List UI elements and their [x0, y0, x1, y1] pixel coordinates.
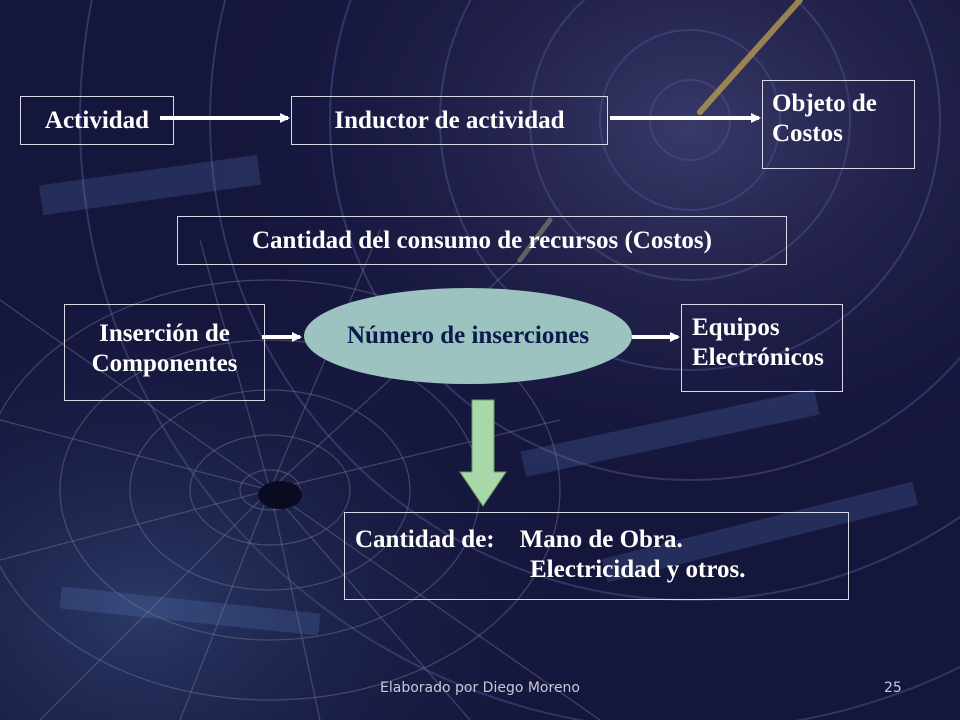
resulting-quantities-box: Cantidad de: Mano de Obra. Electricidad …: [344, 512, 849, 600]
activity-driver-box: Inductor de actividad: [291, 96, 608, 145]
component-insertion-line1: Inserción de: [99, 320, 230, 347]
activity-label: Actividad: [44, 106, 150, 134]
component-insertion-box: Inserción de Componentes: [64, 304, 265, 401]
electronic-equipment-box: Equipos Electrónicos: [681, 304, 843, 392]
electronic-equipment-line2: Electrónicos: [692, 344, 824, 371]
component-insertion-line2: Componentes: [91, 350, 238, 377]
electronic-equipment-line1: Equipos: [692, 314, 780, 341]
activity-box: Actividad: [20, 96, 174, 145]
insertions-driver-ellipse: Número de inserciones: [304, 288, 632, 384]
footer-author: Elaborado por Diego Moreno: [380, 680, 580, 696]
cost-object-line1: Objeto de: [772, 90, 877, 117]
cost-object-line2: Costos: [772, 120, 843, 147]
insertions-driver-label: Número de inserciones: [346, 322, 590, 349]
resulting-quantities-line2: Electricidad y otros.: [355, 556, 746, 583]
activity-driver-label: Inductor de actividad: [334, 106, 565, 134]
resource-consumption-box: Cantidad del consumo de recursos (Costos…: [177, 216, 787, 265]
resource-consumption-label: Cantidad del consumo de recursos (Costos…: [252, 226, 712, 254]
cost-object-box: Objeto de Costos: [762, 80, 915, 169]
resulting-quantities-line1: Cantidad de: Mano de Obra.: [355, 526, 683, 553]
page-number: 25: [884, 680, 902, 696]
